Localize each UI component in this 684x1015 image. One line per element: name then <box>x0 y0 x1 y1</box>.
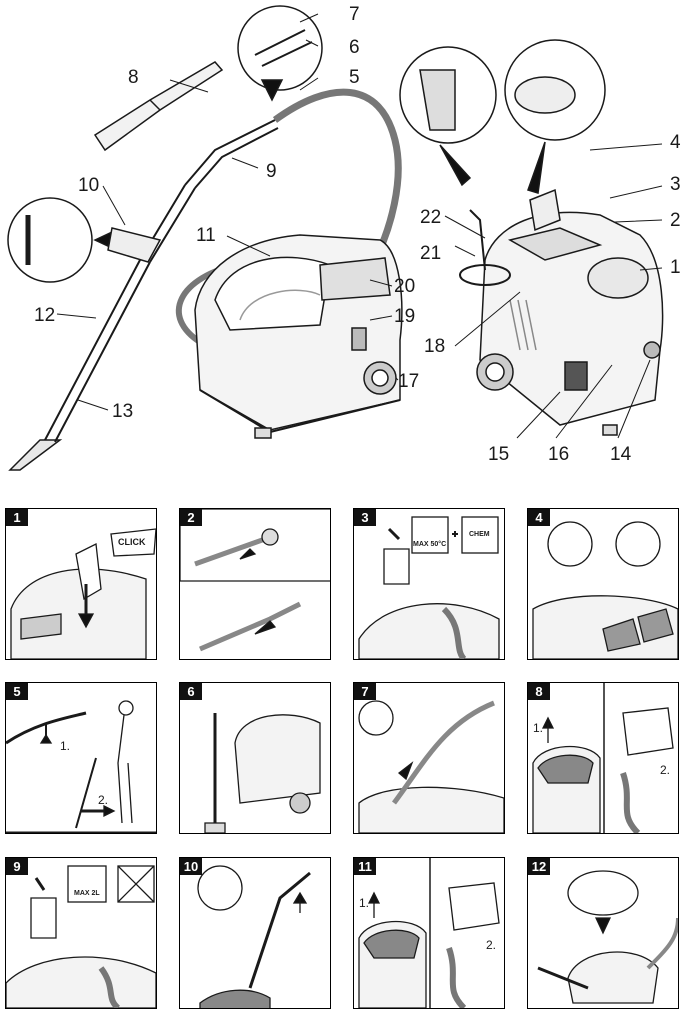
step-panel-6: 6 <box>179 682 331 834</box>
overview-drawing <box>7 5 664 471</box>
step-number: 11 <box>354 858 376 875</box>
machine-rear-illustration <box>476 188 664 436</box>
step-panel-2: 2 <box>179 508 331 660</box>
callout-label: 20 <box>394 276 416 297</box>
callout-label: 3 <box>670 174 681 195</box>
callout-label: 2 <box>670 210 681 231</box>
step-panel-3: 3 MAX 50°C CHEM <box>353 508 505 660</box>
step-order-label: 2. <box>98 793 109 807</box>
step-number: 4 <box>528 509 550 526</box>
step-number: 5 <box>6 683 28 700</box>
hand-tool-illustration <box>93 61 224 152</box>
max-volume-label: MAX 2L <box>74 890 100 897</box>
callout-label: 8 <box>128 67 139 88</box>
step-number: 8 <box>528 683 550 700</box>
step-order-label: 1. <box>60 739 71 753</box>
step-panel-8: 8 1. 2. <box>527 682 679 834</box>
step-panel-1: 1 CLICK <box>5 508 157 660</box>
step-number: 7 <box>354 683 376 700</box>
step-order-label: 2. <box>486 938 497 952</box>
callout-label: 16 <box>548 444 570 465</box>
callout-label: 15 <box>488 444 510 465</box>
callout-label: 21 <box>420 243 442 264</box>
step-panel-4: 4 <box>527 508 679 660</box>
step-order-label: 2. <box>660 763 671 777</box>
max-temp-label: MAX 50°C <box>413 541 447 548</box>
step-panel-5: 5 1. 2. <box>5 682 157 834</box>
click-label: CLICK <box>118 537 146 547</box>
callout-label: 5 <box>349 67 360 88</box>
callout-label: 10 <box>78 175 100 196</box>
step-number: 2 <box>180 509 202 526</box>
callout-label: 6 <box>349 37 360 58</box>
step-number: 1 <box>6 509 28 526</box>
callout-label: 18 <box>424 336 446 357</box>
callout-label: 13 <box>112 401 134 422</box>
step-order-label: 1. <box>533 721 544 735</box>
step-number: 10 <box>180 858 202 875</box>
step-order-label: 1. <box>359 896 370 910</box>
overview-diagram: 1 2 3 4 5 6 7 8 9 10 11 12 13 14 15 16 1… <box>0 0 684 480</box>
callout-label: 17 <box>398 371 420 392</box>
callout-label: 22 <box>420 207 442 228</box>
callout-label: 11 <box>196 225 216 246</box>
step-panel-11: 11 1. 2. <box>353 857 505 1009</box>
step-panel-9: 9 MAX 2L <box>5 857 157 1009</box>
callout-label: 4 <box>670 132 681 153</box>
callout-label: 1 <box>670 257 681 278</box>
step-number: 3 <box>354 509 376 526</box>
step-panel-7: 7 <box>353 682 505 834</box>
machine-front-illustration <box>194 234 403 439</box>
step-grid: 1 CLICK 2 3 MAX 50°C CHEM <box>0 508 684 1015</box>
step-number: 6 <box>180 683 202 700</box>
callout-label: 14 <box>610 444 632 465</box>
chem-label: CHEM <box>469 531 490 538</box>
callout-label: 9 <box>266 161 277 182</box>
step-panel-12: 12 <box>527 857 679 1009</box>
step-number: 9 <box>6 858 28 875</box>
callout-label: 19 <box>394 306 416 327</box>
callout-label: 7 <box>349 4 360 25</box>
step-number: 12 <box>528 858 550 875</box>
callout-label: 12 <box>34 305 56 326</box>
step-panel-10: 10 <box>179 857 331 1009</box>
